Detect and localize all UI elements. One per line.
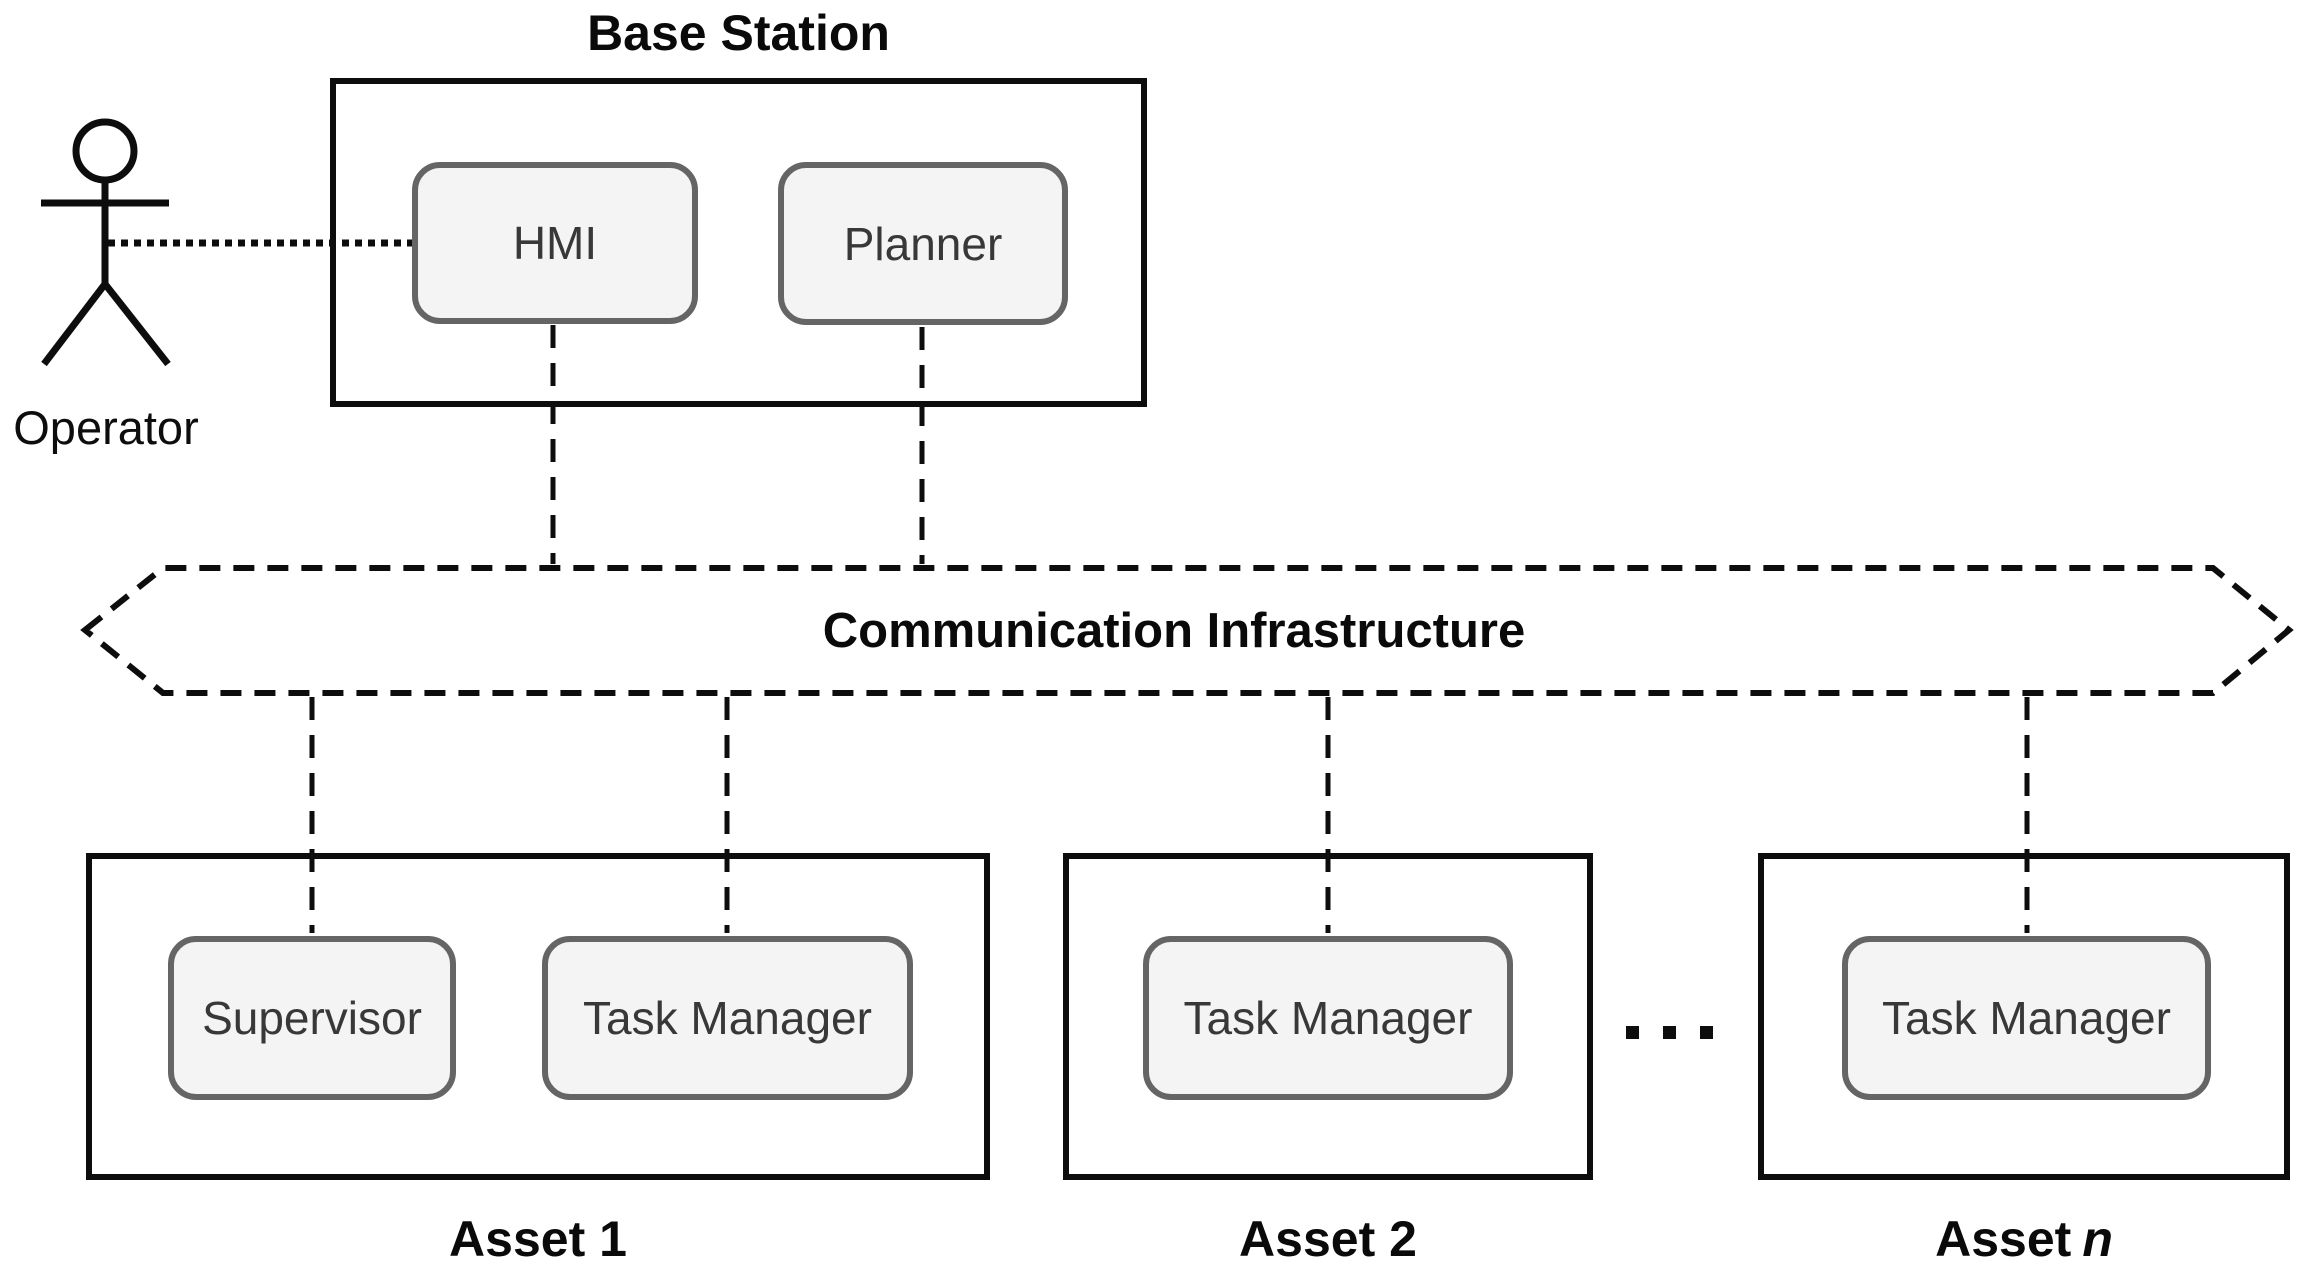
asset1-box [86,853,990,1180]
supervisor-node: Supervisor [168,936,456,1100]
ellipsis: ... [1626,1026,1713,1039]
ellipsis-dot [1700,1026,1713,1039]
operator-label: Operator [13,401,199,454]
asset2-title: Asset 2 [1239,1211,1417,1267]
asset2-box [1063,853,1593,1180]
assetn-box [1758,853,2290,1180]
asset1-task-manager-node: Task Manager [542,936,913,1100]
assetn-title-prefix: Asset [1935,1211,2072,1267]
operator-leg-right [102,281,171,367]
base-station-box [330,78,1147,407]
planner-node: Planner [778,162,1068,325]
hmi-node: HMI [412,162,698,324]
operator-actor-icon [41,118,171,367]
assetn-title-variable: n [2082,1211,2113,1267]
operator-leg-left [41,281,108,367]
assetn-task-manager-node: Task Manager [1842,936,2211,1100]
asset1-title: Asset 1 [449,1211,627,1267]
ellipsis-dot [1663,1026,1676,1039]
communication-hexagon [80,565,2294,696]
ellipsis-dot [1626,1026,1639,1039]
base-station-title: Base Station [587,5,890,61]
communication-infrastructure-label: Communication Infrastructure [822,604,1526,658]
asset2-task-manager-node: Task Manager [1143,936,1513,1100]
operator-head [72,118,138,184]
